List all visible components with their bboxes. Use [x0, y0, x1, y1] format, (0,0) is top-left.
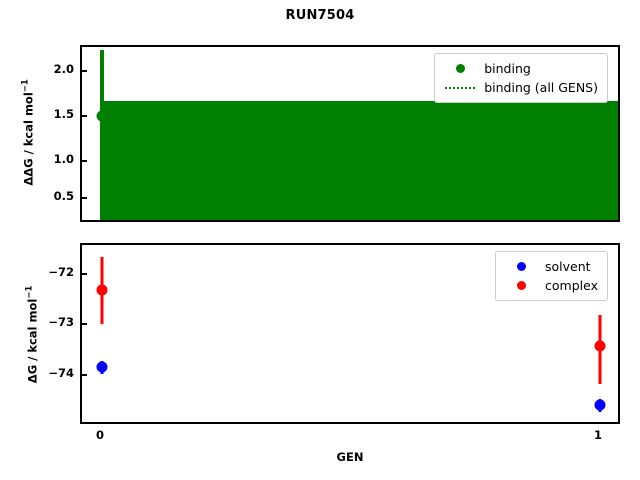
- legend-item-binding-all-gens[interactable]: binding (all GENS): [442, 78, 598, 97]
- top-ytick-mark-1.0: [82, 160, 87, 162]
- complex-marker-icon: [503, 281, 539, 290]
- bottom-xtick-mark-0: [101, 422, 103, 424]
- legend-item-solvent[interactable]: solvent: [503, 257, 598, 276]
- dotted-line-icon: [442, 86, 478, 89]
- solvent-marker-gen0: [96, 361, 108, 373]
- bottom-ytick-mark-minus72: [82, 273, 87, 275]
- top-plot-axes: binding binding (all GENS): [80, 45, 620, 222]
- xtick-label-1: 1: [593, 428, 603, 442]
- complex-marker-gen1: [594, 340, 606, 352]
- top-ytick-mark-1.5: [82, 115, 87, 117]
- bottom-ytick-label-minus72: −72: [48, 265, 74, 279]
- binding-marker-gen1: [614, 146, 618, 158]
- bottom-ytick-mark-minus74: [82, 374, 87, 376]
- bottom-plot-area: solvent complex: [82, 245, 618, 422]
- top-ytick-label-1.5: 1.5: [53, 107, 74, 121]
- binding-marker-icon: [442, 64, 478, 73]
- bottom-xtick-mark-1: [599, 422, 601, 424]
- binding-errorbar-gen1: [618, 101, 620, 221]
- top-plot-legend: binding binding (all GENS): [434, 53, 608, 103]
- legend-item-binding[interactable]: binding: [442, 59, 598, 78]
- top-xtick-mark-0: [101, 220, 103, 222]
- binding-errorbar-gen0: [100, 50, 104, 220]
- bottom-plot-legend: solvent complex: [495, 251, 608, 301]
- top-panel-ylabel-exponent: −1: [20, 79, 31, 93]
- top-ytick-label-0.5: 0.5: [53, 189, 74, 203]
- legend-label-solvent: solvent: [545, 259, 591, 274]
- legend-label-binding: binding: [484, 61, 531, 76]
- top-plot-area: binding binding (all GENS): [82, 47, 618, 220]
- top-ytick-label-1.0: 1.0: [53, 152, 74, 166]
- bottom-panel-ylabel-exponent: −1: [24, 285, 35, 299]
- binding-marker-gen0: [96, 110, 108, 122]
- complex-marker-gen0: [96, 284, 108, 296]
- solvent-marker-icon: [503, 262, 539, 271]
- top-ytick-mark-2.0: [82, 70, 87, 72]
- top-ytick-label-2.0: 2.0: [53, 62, 74, 76]
- top-xtick-mark-1: [619, 220, 620, 222]
- bottom-plot-axes: solvent complex: [80, 243, 620, 424]
- xtick-label-0: 0: [95, 428, 105, 442]
- top-ytick-mark-0.5: [82, 197, 87, 199]
- legend-item-complex[interactable]: complex: [503, 276, 598, 295]
- x-axis-label: GEN: [336, 450, 364, 464]
- solvent-marker-gen1: [594, 399, 606, 411]
- bottom-ytick-mark-minus73: [82, 323, 87, 325]
- binding-all-gens-band: [102, 101, 618, 220]
- legend-label-complex: complex: [545, 278, 598, 293]
- figure-title: RUN7504: [285, 8, 355, 23]
- bottom-ytick-label-minus73: −73: [48, 315, 74, 329]
- bottom-ytick-label-minus74: −74: [48, 366, 74, 380]
- legend-label-binding-all-gens: binding (all GENS): [484, 80, 598, 95]
